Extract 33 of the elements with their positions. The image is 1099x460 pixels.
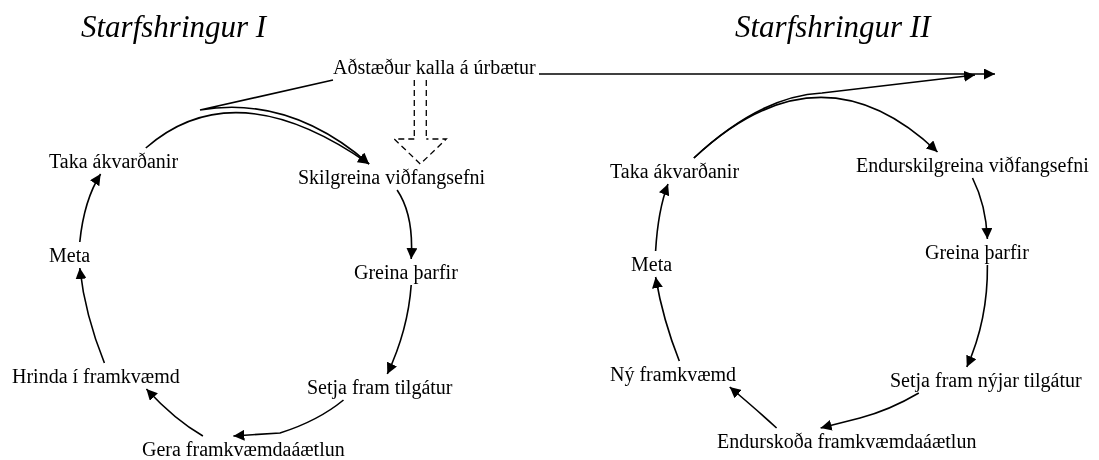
step-label: Taka ákvarðanir	[49, 151, 179, 171]
arrow	[199, 79, 370, 165]
cycle-heading: Starfshringur II	[735, 10, 931, 44]
arrow	[693, 96, 939, 159]
step-label: Meta	[631, 254, 673, 274]
arrow	[966, 264, 989, 368]
step-label: Hrinda í framkvæmd	[12, 366, 180, 386]
cycle-heading: Starfshringur I	[81, 10, 267, 44]
arrow	[652, 276, 681, 362]
step-label: Skilgreina viðfangsefni	[298, 167, 486, 187]
arrow	[79, 173, 102, 243]
step-label: Aðstæður kalla á úrbætur	[333, 57, 536, 77]
step-label: Endurskoða framkvæmdaáætlun	[717, 431, 977, 451]
arrow	[145, 388, 204, 437]
step-label: Meta	[49, 245, 91, 265]
arrow	[654, 183, 670, 252]
step-label: Taka ákvarðanir	[610, 161, 740, 181]
arrow	[145, 112, 370, 165]
arrow	[538, 68, 996, 80]
step-label: Ný framkvæmd	[610, 364, 737, 384]
step-label: Greina þarfir	[354, 262, 458, 282]
arrow	[728, 386, 778, 429]
arrow	[232, 399, 345, 441]
arrow	[386, 284, 412, 375]
step-label: Greina þarfir	[925, 242, 1029, 262]
step-label: Setja fram nýjar tilgátur	[890, 370, 1082, 390]
step-label: Setja fram tilgátur	[307, 377, 453, 397]
arrow	[396, 189, 418, 260]
step-label: Endurskilgreina viðfangsefni	[856, 155, 1089, 175]
arrow	[819, 392, 920, 431]
step-label: Gera framkvæmdaáætlun	[142, 439, 345, 459]
arrow	[971, 177, 993, 240]
arrow	[75, 267, 106, 364]
